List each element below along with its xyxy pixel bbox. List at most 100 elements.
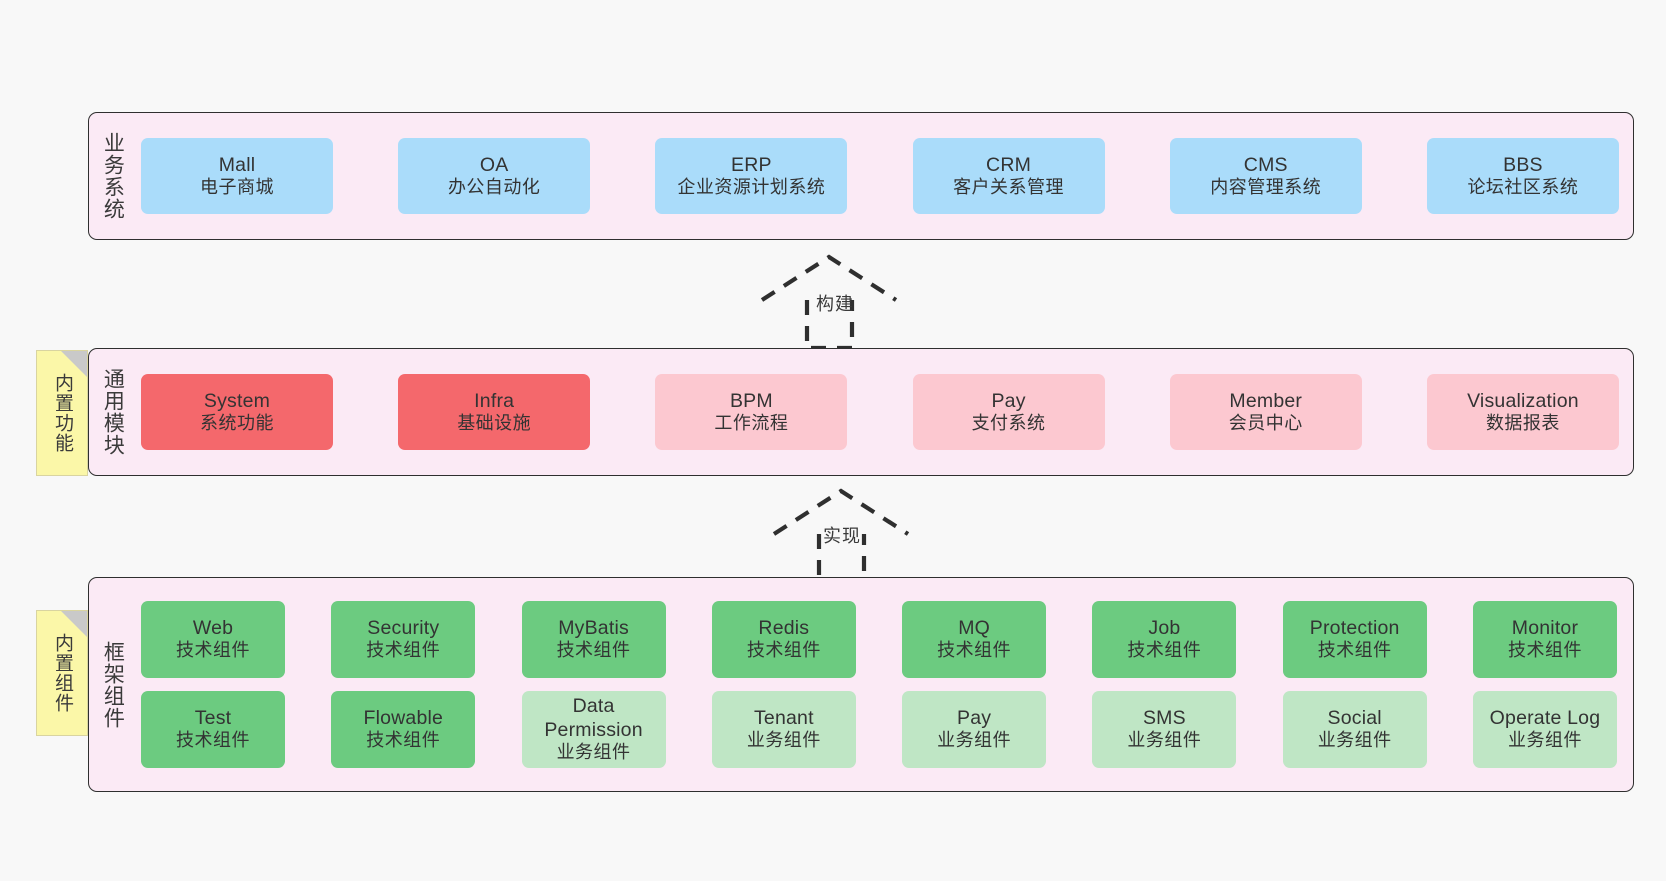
card-title-en: ERP bbox=[731, 153, 772, 176]
card-title-en: Mall bbox=[218, 153, 256, 176]
layer-business-body: Mall 电子商城 OA 办公自动化 ERP 企业资源计划系统 CRM 客户关系… bbox=[135, 113, 1633, 239]
card-title-cn: 基础设施 bbox=[457, 412, 532, 433]
note-label: 内置功能 bbox=[52, 373, 74, 453]
card-title-en: Pay bbox=[957, 707, 992, 729]
card-title-en: SMS bbox=[1142, 707, 1186, 729]
card-title-cn: 支付系统 bbox=[971, 412, 1046, 433]
card-title-en: Job bbox=[1148, 617, 1181, 639]
card-title-cn: 数据报表 bbox=[1485, 412, 1560, 433]
note-builtin-components: 内置组件 bbox=[36, 610, 88, 736]
card-redis[interactable]: Redis 技术组件 bbox=[711, 601, 856, 678]
card-title-cn: 技术组件 bbox=[366, 730, 441, 751]
layer-business-title: 业务系统 bbox=[101, 132, 125, 220]
card-title-en: CRM bbox=[986, 153, 1032, 176]
card-visualization[interactable]: Visualization 数据报表 bbox=[1426, 374, 1619, 450]
arrow-build-label: 构建 bbox=[816, 294, 854, 314]
card-system[interactable]: System 系统功能 bbox=[141, 374, 333, 450]
note-builtin-features: 内置功能 bbox=[36, 350, 88, 476]
card-mall[interactable]: Mall 电子商城 bbox=[141, 138, 333, 214]
card-title-en: Monitor bbox=[1511, 617, 1579, 639]
card-title-en: Web bbox=[192, 617, 234, 639]
card-title-cn: 系统功能 bbox=[200, 412, 274, 433]
card-title-en: Protection bbox=[1309, 617, 1400, 639]
card-title-cn: 技术组件 bbox=[176, 730, 250, 751]
card-title-en: Operate Log bbox=[1489, 707, 1601, 729]
card-cms[interactable]: CMS 内容管理系统 bbox=[1169, 138, 1362, 214]
card-infra[interactable]: Infra 基础设施 bbox=[398, 374, 591, 450]
card-title-cn: 业务组件 bbox=[746, 730, 821, 751]
card-title-cn: 技术组件 bbox=[746, 640, 821, 661]
card-title-cn: 业务组件 bbox=[1507, 730, 1582, 751]
card-title-en: Security bbox=[367, 617, 440, 639]
arrow-implement: 实现 bbox=[766, 486, 946, 586]
card-title-cn: 业务组件 bbox=[556, 742, 631, 763]
card-title-cn: 业务组件 bbox=[937, 730, 1012, 751]
card-flowable[interactable]: Flowable 技术组件 bbox=[331, 691, 476, 768]
card-title-cn: 技术组件 bbox=[176, 640, 250, 661]
card-title-cn: 业务组件 bbox=[1127, 730, 1202, 751]
card-oa[interactable]: OA 办公自动化 bbox=[398, 138, 591, 214]
card-web[interactable]: Web 技术组件 bbox=[141, 601, 285, 678]
card-tenant[interactable]: Tenant 业务组件 bbox=[711, 691, 856, 768]
page-fold-icon bbox=[61, 351, 87, 377]
card-title-cn: 技术组件 bbox=[937, 640, 1012, 661]
card-title-en: CMS bbox=[1243, 153, 1288, 176]
card-data-permission[interactable]: Data Permission 业务组件 bbox=[521, 691, 666, 768]
card-security[interactable]: Security 技术组件 bbox=[331, 601, 476, 678]
card-title-cn: 工作流程 bbox=[714, 412, 789, 433]
card-title-en: Member bbox=[1229, 389, 1303, 412]
framework-tech-row: Web 技术组件 Security 技术组件 MyBatis 技术组件 Redi… bbox=[141, 601, 1617, 678]
card-mybatis[interactable]: MyBatis 技术组件 bbox=[521, 601, 666, 678]
arrow-implement-glyph bbox=[772, 488, 910, 585]
card-title-cn: 技术组件 bbox=[366, 640, 441, 661]
card-job[interactable]: Job 技术组件 bbox=[1092, 601, 1237, 678]
card-title-cn: 论坛社区系统 bbox=[1467, 176, 1579, 197]
card-title-cn: 办公自动化 bbox=[447, 176, 541, 197]
card-title-cn: 会员中心 bbox=[1228, 412, 1303, 433]
common-card-row: System 系统功能 Infra 基础设施 BPM 工作流程 Pay 支付系统… bbox=[141, 374, 1619, 450]
card-title-en: System bbox=[203, 389, 271, 412]
card-title-cn: 内容管理系统 bbox=[1210, 176, 1322, 197]
card-title-cn: 技术组件 bbox=[1507, 640, 1582, 661]
arrow-implement-label: 实现 bbox=[823, 526, 861, 546]
card-pay-component[interactable]: Pay 业务组件 bbox=[902, 691, 1047, 768]
card-title-en: BBS bbox=[1503, 153, 1543, 176]
card-erp[interactable]: ERP 企业资源计划系统 bbox=[655, 138, 848, 214]
card-member[interactable]: Member 会员中心 bbox=[1169, 374, 1362, 450]
framework-business-row: Test 技术组件 Flowable 技术组件 Data Permission … bbox=[141, 691, 1617, 768]
card-title-en: Social bbox=[1327, 707, 1382, 729]
business-card-row: Mall 电子商城 OA 办公自动化 ERP 企业资源计划系统 CRM 客户关系… bbox=[141, 138, 1619, 214]
card-title-en: Visualization bbox=[1467, 389, 1579, 412]
card-title-en: Flowable bbox=[363, 707, 444, 729]
card-test[interactable]: Test 技术组件 bbox=[141, 691, 285, 768]
card-sms[interactable]: SMS 业务组件 bbox=[1092, 691, 1237, 768]
card-title-en: MyBatis bbox=[558, 617, 629, 639]
arrow-build-glyph bbox=[760, 254, 898, 351]
card-monitor[interactable]: Monitor 技术组件 bbox=[1472, 601, 1617, 678]
card-title-cn: 技术组件 bbox=[1317, 640, 1392, 661]
layer-framework-components: 框架组件 Web 技术组件 Security 技术组件 MyBatis 技术组件… bbox=[88, 577, 1634, 792]
card-title-en: Infra bbox=[474, 389, 515, 412]
card-title-cn: 业务组件 bbox=[1317, 730, 1392, 751]
card-title-en: MQ bbox=[958, 617, 991, 639]
card-title-en: Redis bbox=[758, 617, 810, 639]
card-title-en: Pay bbox=[991, 389, 1026, 412]
card-protection[interactable]: Protection 技术组件 bbox=[1282, 601, 1427, 678]
page-fold-icon bbox=[61, 611, 87, 637]
note-label: 内置组件 bbox=[52, 633, 74, 713]
layer-framework-body: Web 技术组件 Security 技术组件 MyBatis 技术组件 Redi… bbox=[135, 578, 1633, 791]
card-operate-log[interactable]: Operate Log 业务组件 bbox=[1472, 691, 1617, 768]
card-pay[interactable]: Pay 支付系统 bbox=[912, 374, 1105, 450]
layer-common-title: 通用模块 bbox=[101, 368, 125, 456]
card-crm[interactable]: CRM 客户关系管理 bbox=[912, 138, 1105, 214]
card-title-cn: 客户关系管理 bbox=[953, 176, 1065, 197]
layer-business-systems: 业务系统 Mall 电子商城 OA 办公自动化 ERP 企业资源计划系统 CRM… bbox=[88, 112, 1634, 240]
card-social[interactable]: Social 业务组件 bbox=[1282, 691, 1427, 768]
card-bpm[interactable]: BPM 工作流程 bbox=[655, 374, 848, 450]
card-bbs[interactable]: BBS 论坛社区系统 bbox=[1426, 138, 1619, 214]
layer-common-body: System 系统功能 Infra 基础设施 BPM 工作流程 Pay 支付系统… bbox=[135, 349, 1633, 475]
card-title-cn: 技术组件 bbox=[556, 640, 631, 661]
card-title-en: Tenant bbox=[753, 707, 814, 729]
card-mq[interactable]: MQ 技术组件 bbox=[902, 601, 1047, 678]
